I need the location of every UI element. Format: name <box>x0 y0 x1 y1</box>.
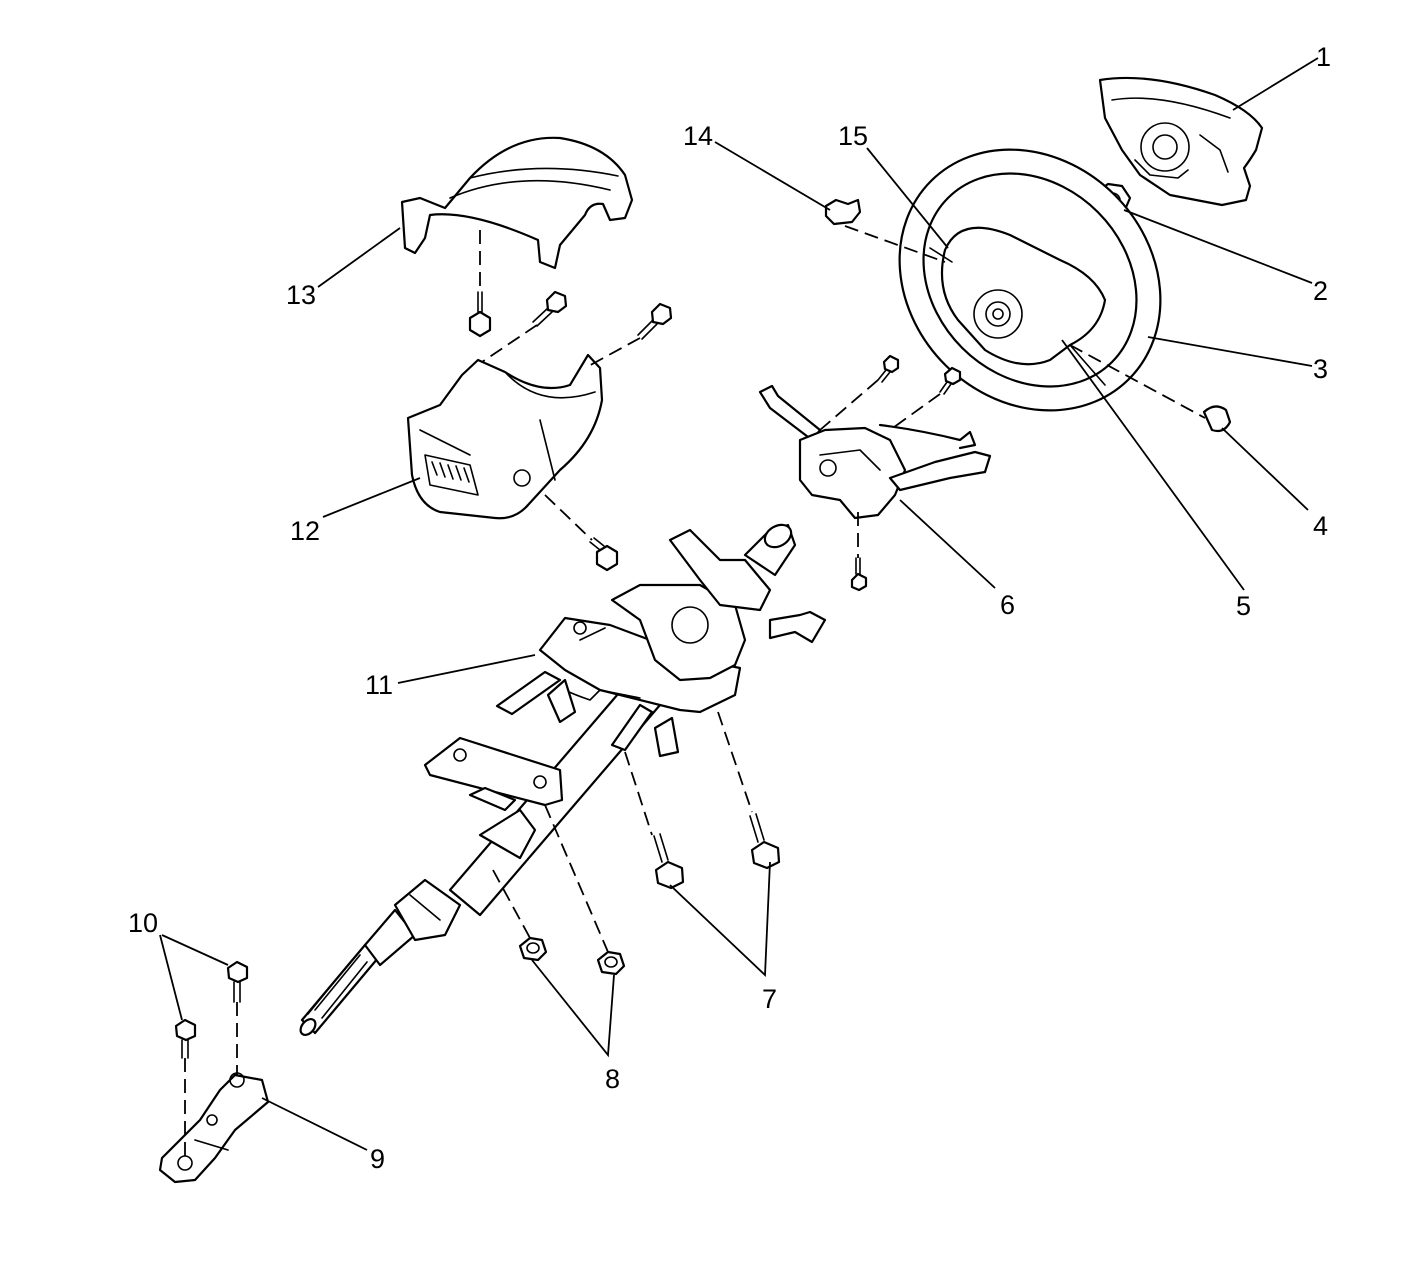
yoke-bolt <box>174 1018 197 1059</box>
lower-steering-column-shroud <box>406 353 604 520</box>
installation-lines <box>184 225 1206 1160</box>
callout-8: 8 <box>605 1064 620 1094</box>
intermediate-shaft-yoke <box>158 1072 270 1184</box>
callout-leaders <box>159 57 1319 1151</box>
callout-11: 11 <box>365 670 393 700</box>
callout-15: 15 <box>838 121 868 151</box>
column-mounting-bolt <box>749 813 781 870</box>
shroud-screw <box>468 291 492 338</box>
callout-14: 14 <box>683 121 713 151</box>
fastener-group <box>174 290 962 1059</box>
steering-column-assembly <box>299 523 827 1036</box>
column-mounting-bolt <box>653 833 685 890</box>
shroud-screw <box>637 302 673 340</box>
callout-13: 13 <box>286 280 316 310</box>
switch-screw <box>939 366 962 395</box>
callout-5: 5 <box>1236 591 1251 621</box>
callout-3: 3 <box>1313 354 1328 384</box>
multifunction-switch <box>758 384 992 520</box>
steering-wheel <box>898 148 1162 412</box>
shroud-screw <box>532 290 568 327</box>
switch-screw <box>877 354 900 383</box>
column-mounting-nut <box>596 950 626 976</box>
steering-wheel-plug <box>1202 405 1232 433</box>
retainer-clip <box>824 198 862 226</box>
yoke-bolt <box>226 960 249 1003</box>
callout-labels: 1 2 3 4 5 6 7 8 9 10 11 12 13 14 15 <box>128 42 1331 1174</box>
callout-2: 2 <box>1313 276 1328 306</box>
switch-screw <box>850 557 868 592</box>
upper-steering-column-shroud <box>400 136 634 270</box>
callout-7: 7 <box>762 984 777 1014</box>
callout-10: 10 <box>128 908 158 938</box>
airbag-module <box>1098 76 1264 207</box>
callout-6: 6 <box>1000 590 1015 620</box>
callout-1: 1 <box>1316 42 1331 72</box>
column-mounting-nut <box>518 936 548 962</box>
callout-9: 9 <box>370 1144 385 1174</box>
lower-shroud-grille <box>424 454 479 496</box>
callout-12: 12 <box>290 516 320 546</box>
callout-4: 4 <box>1313 511 1328 541</box>
shroud-screw <box>589 537 619 572</box>
